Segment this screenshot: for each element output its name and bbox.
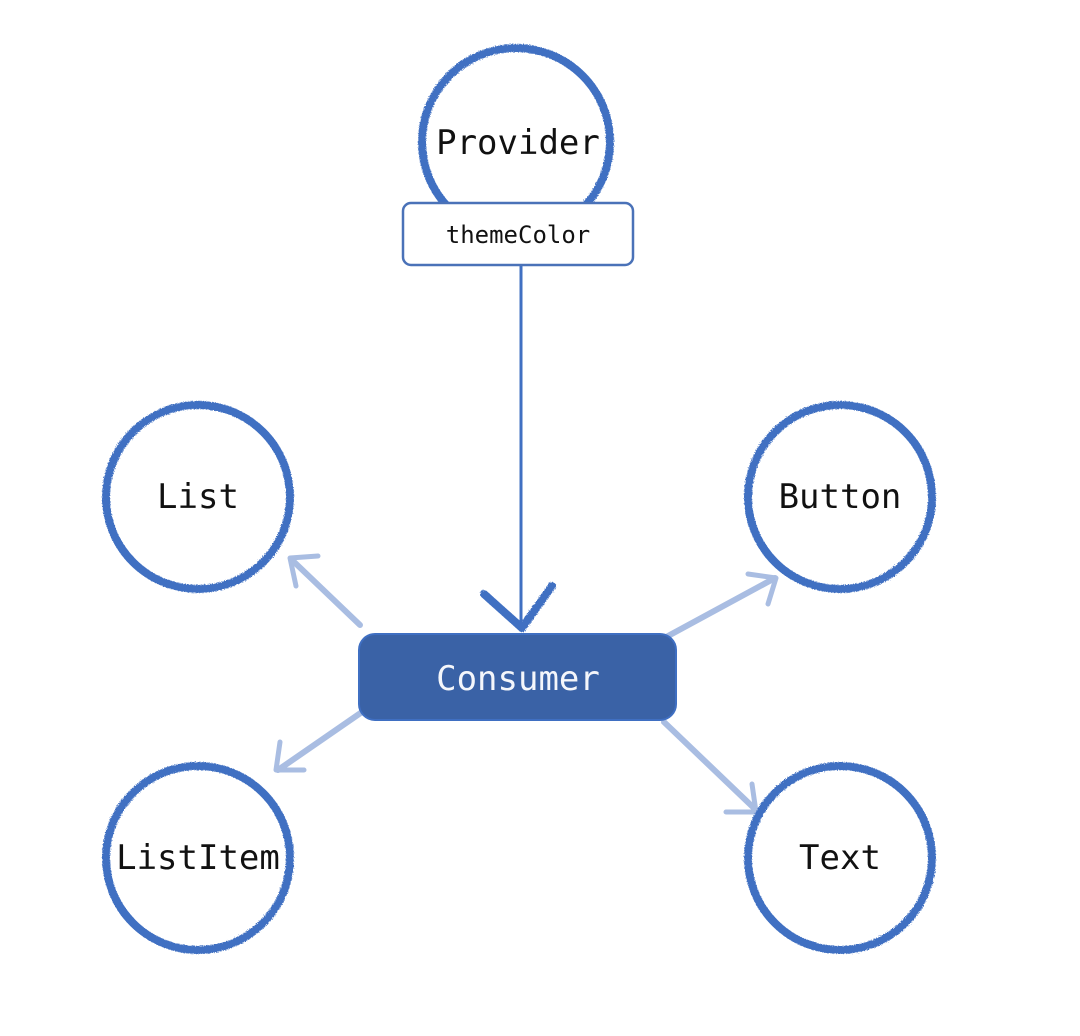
edges [273, 256, 779, 815]
edge-consumer-to-text [661, 719, 759, 815]
edge-provider-to-consumer [480, 256, 556, 632]
list-item-label: ListItem [116, 838, 280, 878]
edge-consumer-to-list [287, 553, 363, 628]
consumer-label: Consumer [436, 659, 600, 699]
text-label: Text [799, 838, 881, 878]
component-node-text[interactable]: Text [744, 762, 936, 954]
provider-label: Provider [436, 123, 600, 163]
edge-line [665, 575, 778, 639]
edge-consumer-to-button [665, 571, 779, 639]
text-circle [744, 762, 936, 954]
button-circle [744, 401, 936, 593]
theme-color-prop-label: themeColor [446, 221, 591, 249]
component-node-list-item[interactable]: ListItem [102, 762, 294, 954]
edge-line [289, 557, 363, 628]
arrowhead [273, 739, 307, 773]
edge-line [514, 256, 528, 632]
edge-line [275, 709, 365, 773]
arrowhead [745, 571, 779, 607]
consumer-box [358, 633, 677, 721]
consumer-node[interactable]: Consumer [358, 633, 677, 721]
component-node-button[interactable]: Button [744, 401, 936, 593]
edge-line [661, 719, 759, 813]
list-item-circle [102, 762, 294, 954]
provider-node[interactable]: Provider themeColor [401, 44, 635, 267]
arrowhead [287, 553, 321, 589]
list-circle [102, 401, 294, 593]
list-label: List [157, 477, 239, 517]
edge-consumer-to-list-item [273, 709, 365, 773]
button-label: Button [779, 477, 902, 517]
component-node-list[interactable]: List [102, 401, 294, 593]
theme-color-prop-box[interactable] [401, 201, 635, 267]
arrowhead [480, 582, 556, 632]
